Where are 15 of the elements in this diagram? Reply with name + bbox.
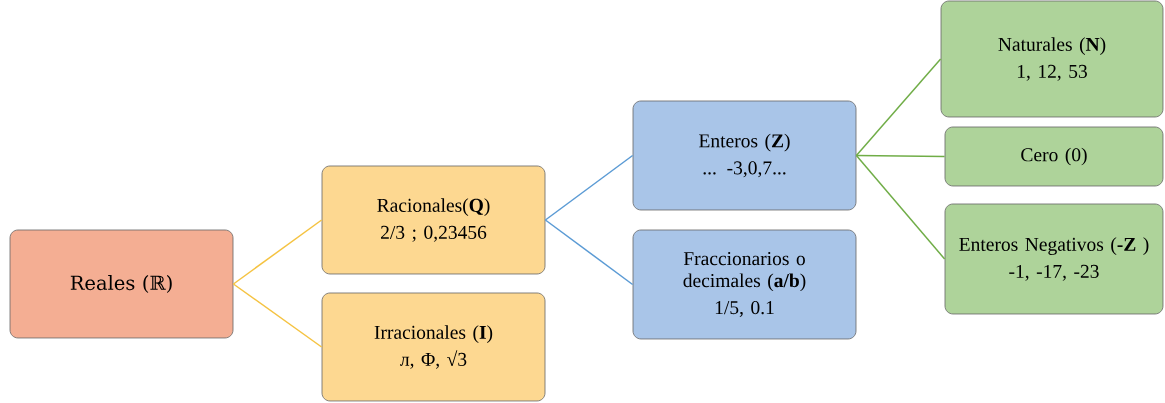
connector-line bbox=[855, 58, 942, 157]
category-box: Fraccionarios o decimales (a/b) 1/5, 0.1 bbox=[632, 229, 857, 340]
category-box: Cero (0) bbox=[944, 126, 1164, 187]
category-box: Enteros (Z) ... -3,0,7... bbox=[632, 100, 857, 211]
category-box: Racionales(Q) 2/3 ; 0,23456 bbox=[321, 165, 546, 275]
connector-line bbox=[855, 154, 946, 260]
category-box: Naturales (N) 1, 12, 53 bbox=[940, 0, 1164, 118]
category-box: Irracionales (I) л, Φ, √3 bbox=[321, 292, 546, 402]
connector-line bbox=[544, 219, 634, 286]
connector-line bbox=[544, 154, 634, 221]
connector-line bbox=[232, 219, 323, 285]
category-box: Enteros Negativos (-Z ) -1, -17, -23 bbox=[944, 203, 1164, 315]
connector-line bbox=[232, 283, 323, 348]
category-box: Reales (ℝ) bbox=[9, 229, 234, 339]
connector-line bbox=[855, 154, 946, 158]
